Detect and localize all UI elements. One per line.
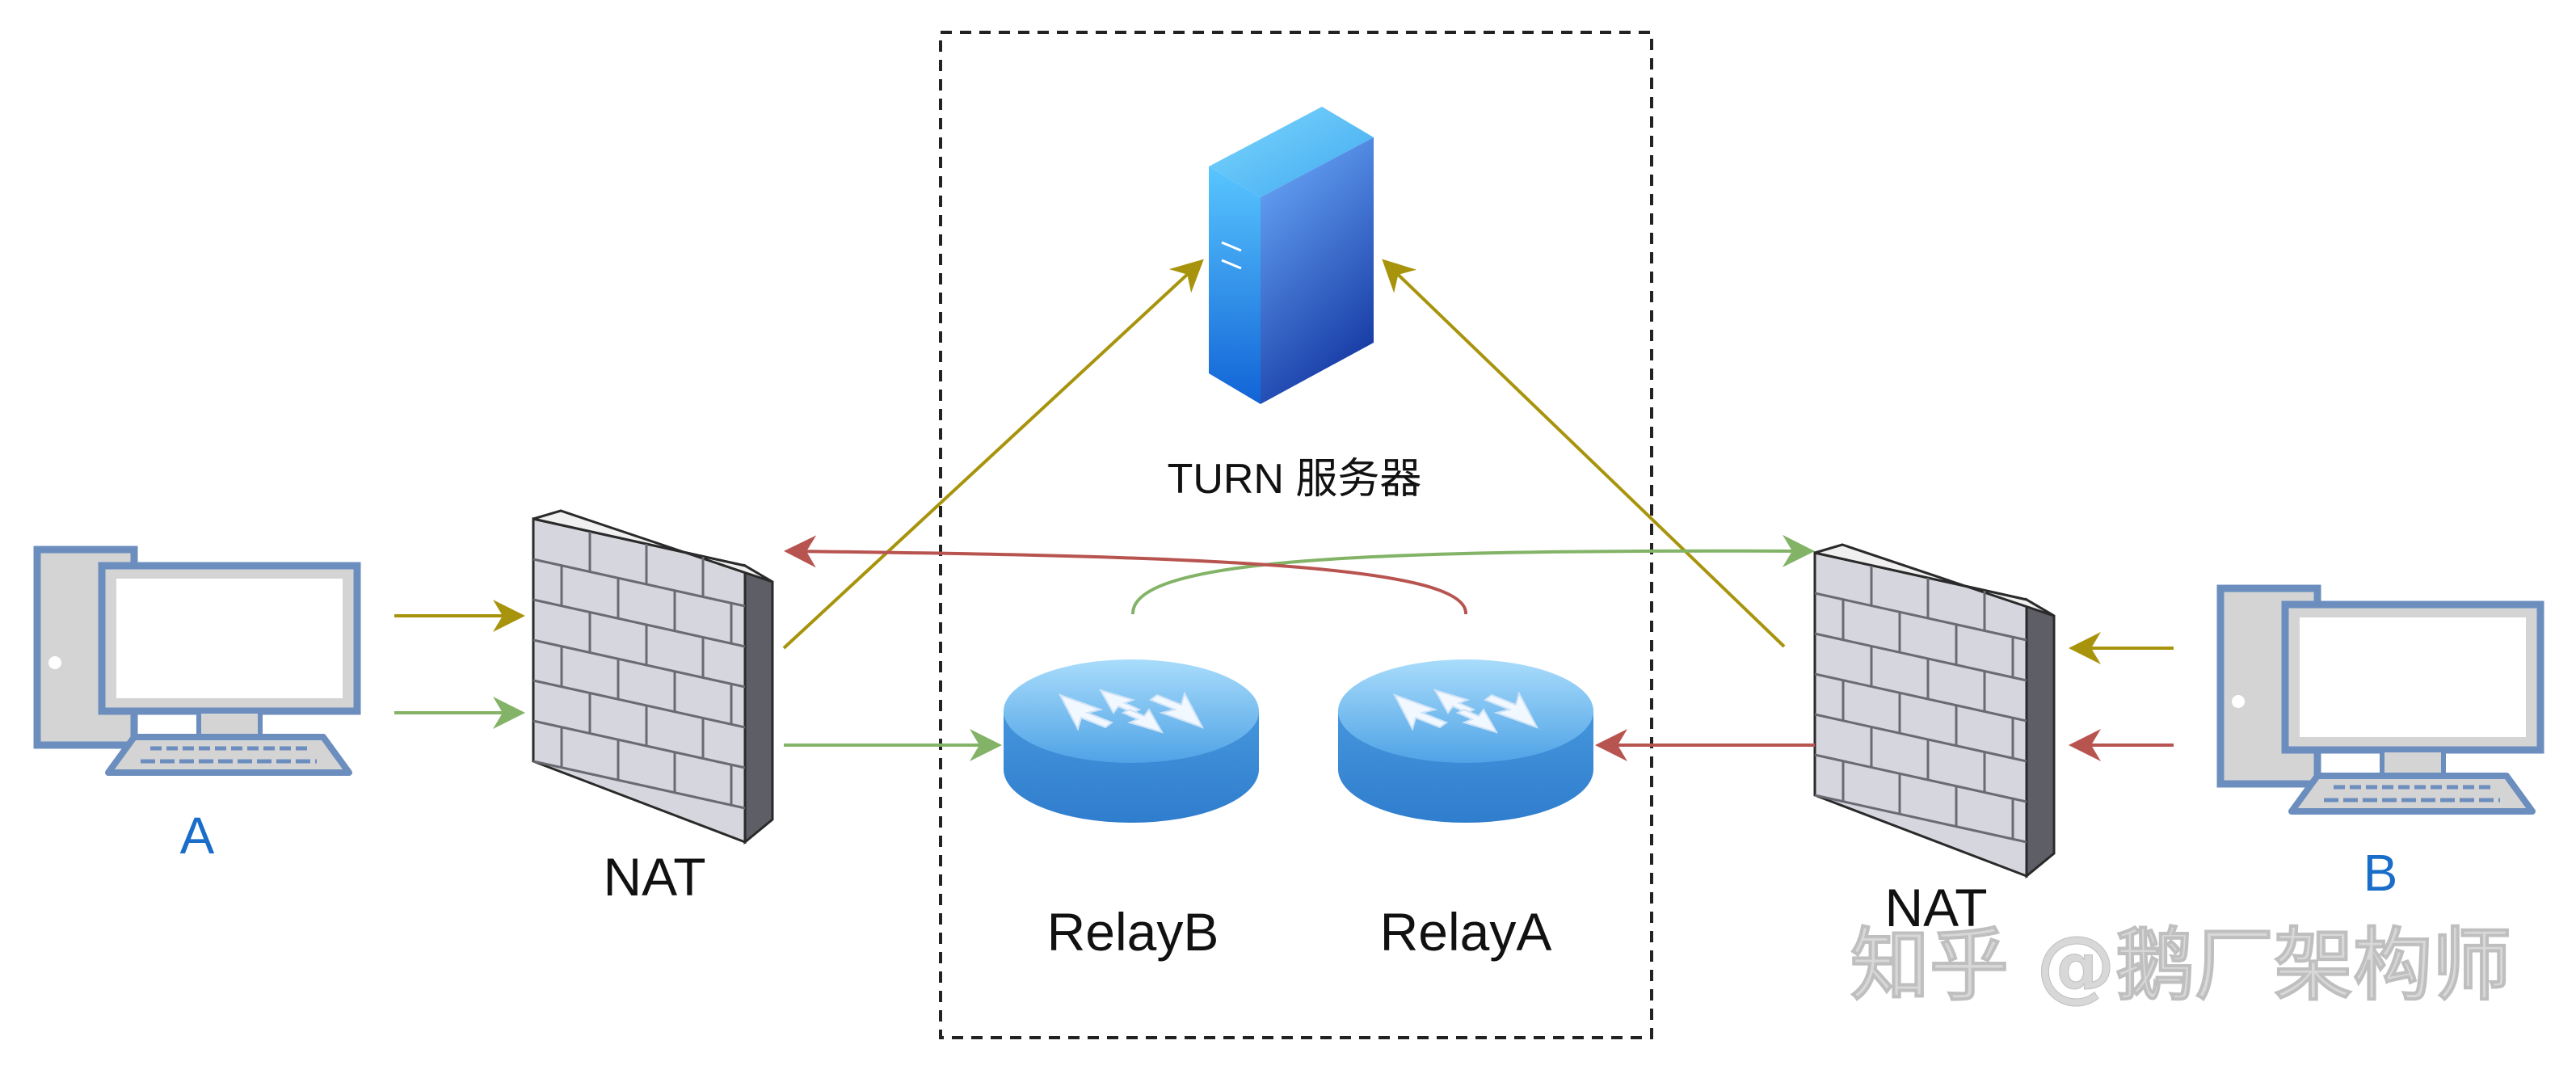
turn-server-label: TURN 服务器 bbox=[1168, 456, 1422, 503]
turn-boundary bbox=[939, 31, 1653, 1039]
nat-left-label: NAT bbox=[603, 847, 705, 907]
computer-b-icon bbox=[2220, 588, 2540, 811]
nat-left-firewall-icon bbox=[532, 509, 774, 844]
nat-right-firewall-icon bbox=[1813, 543, 2056, 878]
arrow-relay-a-to-nat-left bbox=[784, 535, 1468, 615]
host-a-label: A bbox=[180, 807, 215, 865]
relay-a-label: RelayA bbox=[1380, 902, 1552, 962]
relay-a-router-icon bbox=[1337, 659, 1594, 824]
watermark-text: 知乎 @鹅厂架构师 bbox=[1850, 920, 2511, 1012]
nat-right-label: NAT bbox=[1884, 878, 1987, 937]
arrow-nat-right-to-turn bbox=[1382, 259, 1786, 648]
computer-a-icon bbox=[37, 550, 357, 773]
relay-b-label: RelayB bbox=[1047, 902, 1219, 962]
relay-b-router-icon bbox=[1003, 659, 1260, 824]
arrow-relay-b-to-nat-right bbox=[1130, 534, 1815, 615]
arrow-nat-left-to-turn bbox=[782, 259, 1204, 650]
server-icon bbox=[1209, 107, 1374, 404]
host-b-label: B bbox=[2363, 844, 2398, 902]
